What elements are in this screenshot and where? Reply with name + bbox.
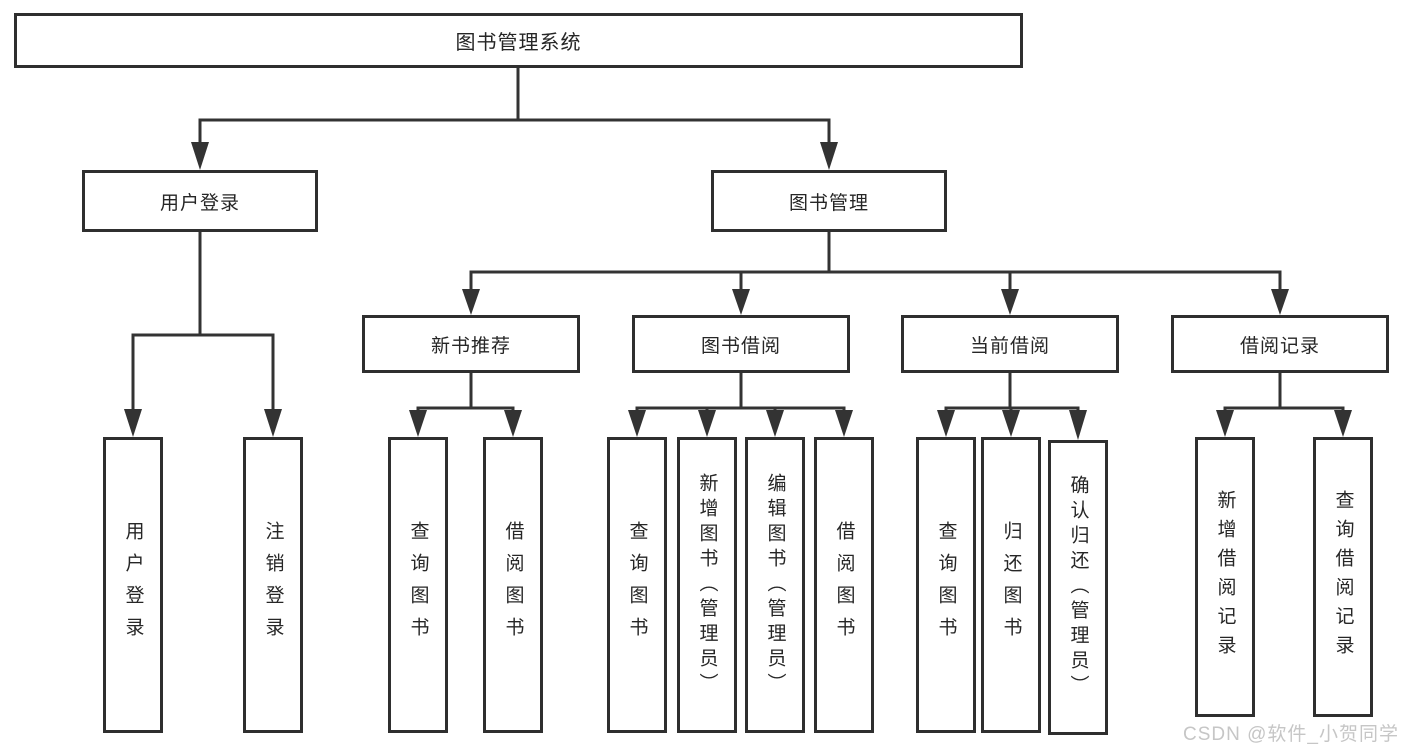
leaf-logout: 注销登录 xyxy=(243,437,303,733)
node-label: 新增图书（管理员） xyxy=(696,472,718,698)
node-borrow-record: 借阅记录 xyxy=(1171,315,1389,373)
node-label: 图书管理 xyxy=(788,192,869,214)
leaf-record-add: 新增借阅记录 xyxy=(1195,437,1255,717)
leaf-current-confirm-admin: 确认归还（管理员） xyxy=(1048,440,1108,735)
node-label: 查询图书 xyxy=(935,521,957,649)
connector-current-borrow-children xyxy=(937,373,1087,440)
leaf-user-login: 用户登录 xyxy=(103,437,163,733)
leaf-borrow-add-admin: 新增图书（管理员） xyxy=(677,437,737,733)
node-label: 用户登录 xyxy=(159,192,240,214)
node-label: 确认归还（管理员） xyxy=(1067,475,1089,700)
node-label: 归还图书 xyxy=(1000,521,1022,649)
leaf-borrow-book: 借阅图书 xyxy=(814,437,874,733)
connector-book-mgmt-children xyxy=(462,232,1289,315)
node-new-book-rec: 新书推荐 xyxy=(362,315,580,373)
connector-root-to-level2 xyxy=(191,68,838,170)
node-label: 图书管理系统 xyxy=(455,32,582,54)
node-label: 新增借阅记录 xyxy=(1214,490,1236,664)
leaf-record-query: 查询借阅记录 xyxy=(1313,437,1373,717)
csdn-watermark: CSDN @软件_小贺同学 xyxy=(1183,724,1399,745)
node-book-borrow: 图书借阅 xyxy=(632,315,850,373)
leaf-borrow-edit-admin: 编辑图书（管理员） xyxy=(745,437,805,733)
node-label: 查询借阅记录 xyxy=(1332,490,1354,664)
connector-new-book-children xyxy=(409,373,522,437)
leaf-newbook-query: 查询图书 xyxy=(388,437,448,733)
connector-book-borrow-children xyxy=(628,373,853,437)
node-current-borrow: 当前借阅 xyxy=(901,315,1119,373)
connector-user-login-children xyxy=(124,232,282,437)
node-label: 借阅图书 xyxy=(833,521,855,649)
node-label: 查询图书 xyxy=(407,521,429,649)
node-label: 注销登录 xyxy=(262,521,284,649)
leaf-current-query: 查询图书 xyxy=(916,437,976,733)
node-label: 图书借阅 xyxy=(700,335,781,357)
node-label: 用户登录 xyxy=(122,521,144,649)
node-label: 借阅图书 xyxy=(502,521,524,649)
connector-borrow-record-children xyxy=(1216,373,1352,437)
leaf-current-return: 归还图书 xyxy=(981,437,1041,733)
leaf-borrow-query: 查询图书 xyxy=(607,437,667,733)
node-book-mgmt: 图书管理 xyxy=(711,170,947,232)
node-root: 图书管理系统 xyxy=(14,13,1023,68)
node-user-login: 用户登录 xyxy=(82,170,318,232)
node-label: 借阅记录 xyxy=(1239,335,1320,357)
node-label: 新书推荐 xyxy=(430,335,511,357)
leaf-newbook-borrow: 借阅图书 xyxy=(483,437,543,733)
node-label: 编辑图书（管理员） xyxy=(764,472,786,698)
node-label: 当前借阅 xyxy=(969,335,1050,357)
node-label: 查询图书 xyxy=(626,521,648,649)
